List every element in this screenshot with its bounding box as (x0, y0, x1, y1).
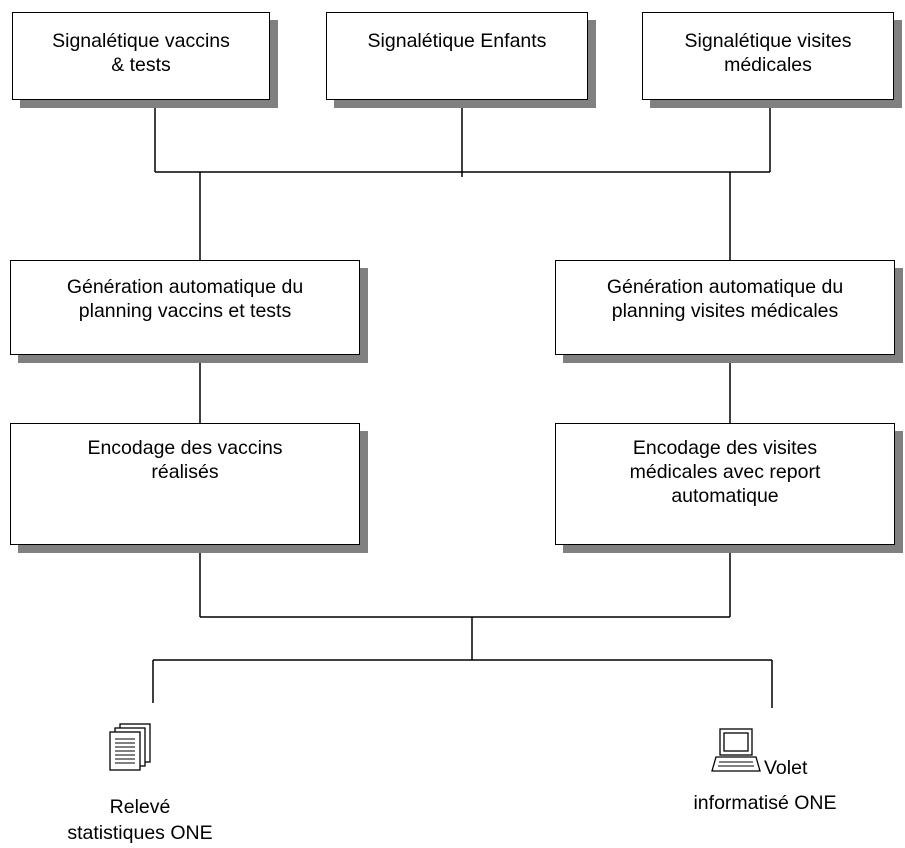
document-stack-icon (109, 723, 151, 771)
output-label-volet-line2: informatisé ONE (693, 792, 837, 814)
box-label: Signalétique Enfants (367, 30, 547, 52)
box-encodage-visites: Encodage des visites médicales avec repo… (555, 423, 895, 545)
box-signaletique-vaccins-tests: Signalétique vaccins & tests (12, 12, 270, 100)
box-signaletique-visites: Signalétique visites médicales (642, 12, 894, 100)
box-signaletique-enfants: Signalétique Enfants (326, 12, 588, 100)
box-label: Génération automatique du planning visit… (606, 276, 844, 322)
output-label-volet-line1: Volet (764, 757, 808, 779)
box-label: Encodage des visites médicales avec repo… (629, 437, 821, 507)
box-encodage-vaccins: Encodage des vaccins réalisés (10, 423, 360, 545)
box-label: Encodage des vaccins réalisés (87, 437, 283, 483)
box-label: Génération automatique du planning vacci… (66, 276, 304, 322)
box-generation-visites: Génération automatique du planning visit… (555, 260, 895, 355)
box-label: Signalétique vaccins & tests (52, 30, 230, 76)
box-generation-vaccins: Génération automatique du planning vacci… (10, 260, 360, 355)
box-label: Signalétique visites médicales (684, 30, 852, 76)
output-label-releve: Relevé statistiques ONE (67, 796, 213, 844)
computer-terminal-icon (711, 728, 761, 772)
